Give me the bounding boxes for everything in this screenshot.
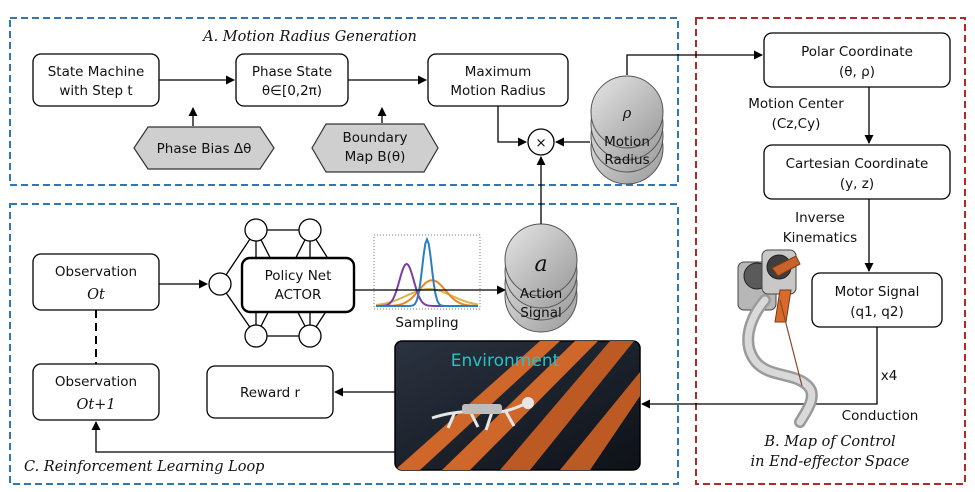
svg-text:Cartesian Coordinate: Cartesian Coordinate [786, 156, 929, 172]
svg-text:(y, z): (y, z) [840, 176, 874, 192]
section-a-title: A. Motion Radius Generation [201, 29, 417, 45]
section-b-frame [695, 17, 966, 485]
motor-signal-box: Motor Signal (q1, q2) [811, 272, 943, 328]
section-c-frame [9, 203, 679, 485]
motion-center-value: (Cz,Cy) [772, 116, 821, 132]
action-signal-stack: a Action Signal [504, 223, 578, 333]
section-a-frame [9, 17, 679, 186]
reward-box: Reward r [206, 365, 334, 419]
multiply-node: × [527, 128, 555, 156]
boundary-map-hexagon: Boundary Map B(θ) [311, 123, 439, 173]
section-b-title-line1: B. Map of Control [763, 434, 896, 450]
svg-text:Phase State: Phase State [252, 64, 332, 80]
observation-next-symbol: Ot+1 [76, 397, 115, 413]
sampling-curve-gold [375, 288, 479, 306]
x4-label: x4 [881, 368, 898, 384]
svg-text:Signal: Signal [520, 305, 561, 321]
svg-text:Observation: Observation [55, 374, 137, 390]
inverse-kinematics-label-1: Inverse [795, 210, 845, 226]
svg-text:Maximum: Maximum [465, 64, 532, 80]
observation-box: Observation Ot [32, 253, 160, 311]
state-machine-box: State Machine with Step t [32, 53, 160, 107]
action-symbol: a [534, 252, 547, 277]
environment-label: Environment [451, 351, 560, 371]
section-b-title-line2: in End-effector Space [751, 454, 910, 470]
sampling-plot [373, 234, 481, 310]
phase-bias-hexagon: Phase Bias Δθ [133, 126, 275, 170]
robot-leg-illustration [737, 249, 818, 428]
svg-text:Phase Bias Δθ: Phase Bias Δθ [157, 141, 252, 157]
svg-text:Motion Radius: Motion Radius [450, 83, 545, 99]
svg-text:Observation: Observation [55, 264, 137, 280]
observation-symbol: Ot [87, 287, 105, 303]
svg-text:θ∈[0,2π): θ∈[0,2π) [262, 83, 322, 99]
policy-net-box: Policy Net ACTOR [240, 256, 356, 314]
phase-state-box: Phase State θ∈[0,2π) [235, 53, 349, 107]
environment-panel: Environment [394, 340, 641, 471]
polar-coordinate-box: Polar Coordinate (θ, ρ) [763, 32, 951, 88]
svg-text:Map B(θ): Map B(θ) [345, 149, 406, 165]
cartesian-coordinate-box: Cartesian Coordinate (y, z) [763, 144, 951, 200]
svg-text:Boundary: Boundary [342, 130, 407, 146]
svg-text:Polar Coordinate: Polar Coordinate [801, 44, 913, 60]
svg-text:Motor Signal: Motor Signal [835, 284, 920, 300]
section-c-title: C. Reinforcement Learning Loop [24, 459, 264, 475]
observation-next-box: Observation Ot+1 [32, 363, 160, 421]
max-motion-radius-box: Maximum Motion Radius [427, 53, 569, 107]
svg-text:ACTOR: ACTOR [275, 287, 322, 303]
motion-radius-symbol: ρ [622, 106, 632, 122]
sampling-curve-blue [376, 236, 478, 307]
motion-radius-stack: ρ Motion Radius [590, 75, 664, 185]
svg-text:Reward r: Reward r [240, 385, 301, 401]
svg-text:Motion: Motion [604, 134, 650, 150]
svg-text:Policy Net: Policy Net [265, 268, 332, 284]
svg-text:State Machine: State Machine [48, 64, 145, 80]
svg-text:×: × [535, 135, 546, 151]
motion-center-label: Motion Center [748, 96, 844, 112]
svg-text:(q1, q2): (q1, q2) [850, 304, 903, 320]
inverse-kinematics-label-2: Kinematics [783, 230, 857, 246]
svg-text:(θ, ρ): (θ, ρ) [839, 64, 875, 80]
svg-text:Action: Action [520, 286, 562, 302]
svg-text:with Step t: with Step t [59, 83, 132, 99]
conduction-label: Conduction [842, 408, 919, 424]
sampling-label: Sampling [395, 315, 458, 331]
svg-text:Radius: Radius [604, 152, 649, 168]
